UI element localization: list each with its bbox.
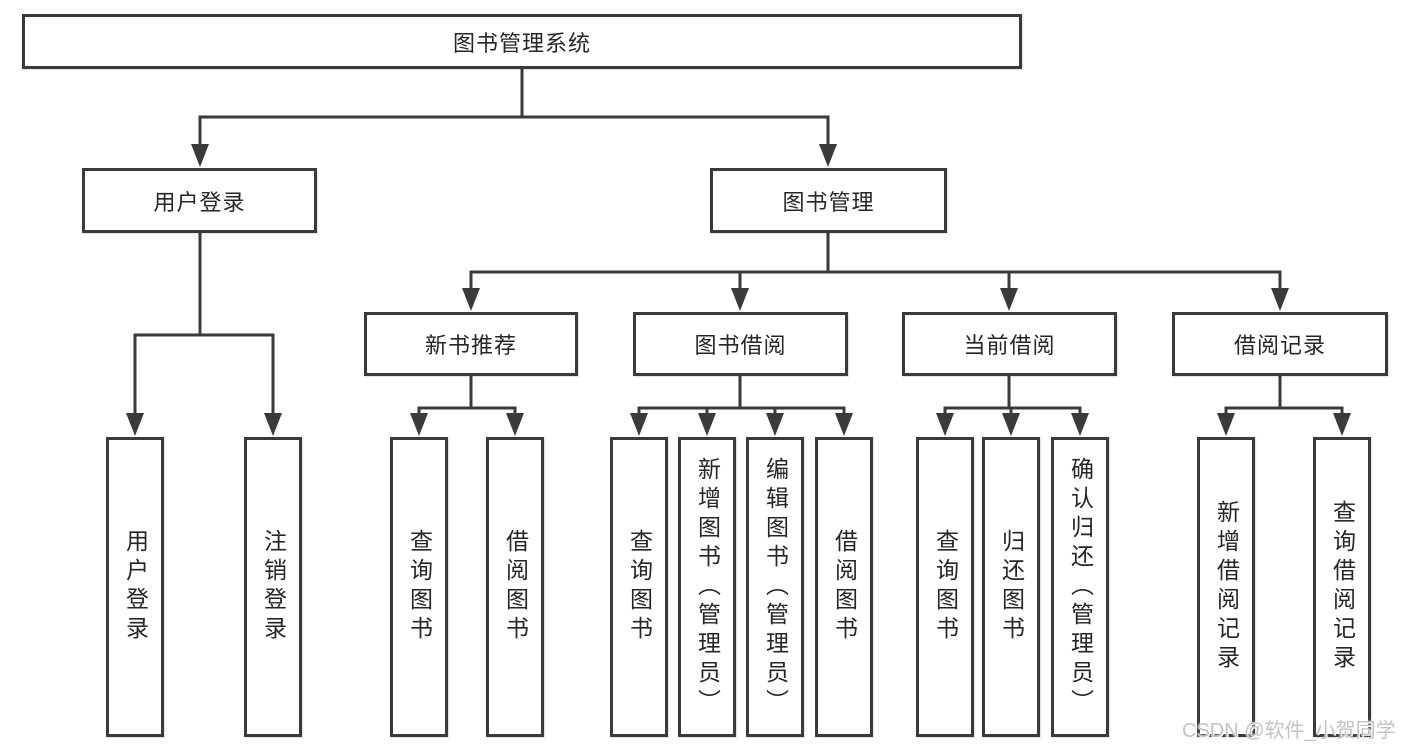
- leaf-cb-return-books-label: 归还图书: [998, 529, 1025, 645]
- node-book-management: 图书管理: [710, 168, 947, 233]
- leaf-br-add-record: 新增借阅记录: [1197, 437, 1255, 737]
- node-current-borrow: 当前借阅: [902, 312, 1117, 376]
- leaf-cb-confirm-return-admin-label: 确认归还（管理员）: [1067, 456, 1094, 718]
- leaf-user-login: 用户登录: [106, 437, 164, 737]
- leaf-bb-edit-books-admin: 编辑图书（管理员）: [746, 437, 804, 737]
- node-borrow-records-label: 借阅记录: [1233, 333, 1326, 358]
- leaf-cb-query-books: 查询图书: [916, 437, 974, 737]
- leaf-bb-add-books-admin: 新增图书（管理员）: [678, 437, 736, 737]
- leaf-cb-return-books: 归还图书: [982, 437, 1040, 737]
- leaf-bb-add-books-admin-label: 新增图书（管理员）: [694, 456, 721, 718]
- leaf-br-add-record-label: 新增借阅记录: [1213, 500, 1240, 674]
- leaf-br-query-record-label: 查询借阅记录: [1329, 500, 1356, 674]
- leaf-br-query-record: 查询借阅记录: [1313, 437, 1371, 737]
- node-user-login-label: 用户登录: [153, 189, 246, 215]
- leaf-bb-query-books-label: 查询图书: [626, 529, 653, 645]
- leaf-nb-query-books-label: 查询图书: [406, 529, 433, 645]
- leaf-bb-borrow-books: 借阅图书: [815, 437, 873, 737]
- leaf-cb-confirm-return-admin: 确认归还（管理员）: [1051, 437, 1109, 737]
- csdn-watermark: CSDN @软件_小贺同学: [1182, 720, 1396, 742]
- node-user-login: 用户登录: [82, 168, 317, 233]
- leaf-user-login-label: 用户登录: [122, 529, 149, 645]
- leaf-nb-borrow-books: 借阅图书: [486, 437, 544, 737]
- node-new-book-recommend: 新书推荐: [364, 312, 578, 376]
- leaf-cb-query-books-label: 查询图书: [932, 529, 959, 645]
- node-library-system-label: 图书管理系统: [452, 30, 591, 56]
- node-new-book-recommend-label: 新书推荐: [424, 333, 517, 358]
- leaf-nb-query-books: 查询图书: [390, 437, 448, 737]
- node-library-system: 图书管理系统: [22, 14, 1022, 69]
- leaf-bb-query-books: 查询图书: [610, 437, 668, 737]
- leaf-logout-label: 注销登录: [260, 529, 287, 645]
- node-book-management-label: 图书管理: [782, 189, 875, 215]
- leaf-bb-edit-books-admin-label: 编辑图书（管理员）: [762, 456, 789, 718]
- arrowheads: [126, 144, 1351, 436]
- node-current-borrow-label: 当前借阅: [963, 333, 1056, 358]
- leaf-nb-borrow-books-label: 借阅图书: [502, 529, 529, 645]
- leaf-bb-borrow-books-label: 借阅图书: [831, 529, 858, 645]
- node-book-borrow-label: 图书借阅: [694, 333, 787, 358]
- node-book-borrow: 图书借阅: [633, 312, 848, 376]
- node-borrow-records: 借阅记录: [1172, 312, 1388, 376]
- leaf-logout: 注销登录: [244, 437, 302, 737]
